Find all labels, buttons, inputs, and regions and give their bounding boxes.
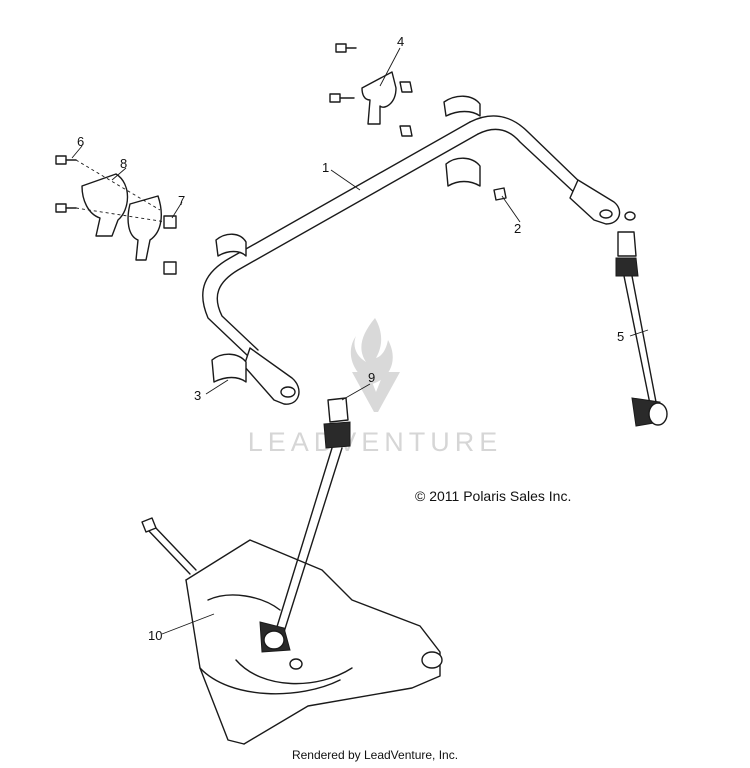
- callout-1: 1: [322, 160, 329, 175]
- leader-lines: [71, 47, 649, 635]
- bushing: [445, 157, 481, 187]
- footer-credit: Rendered by LeadVenture, Inc.: [291, 748, 459, 762]
- a-arm: [141, 517, 443, 745]
- clamp-assembly-upper: [329, 43, 413, 137]
- watermark-text: LEADVENTURE: [248, 427, 503, 457]
- stabilizer-bar: [202, 115, 621, 405]
- watermark-flame-icon: [350, 318, 393, 384]
- bushing: [215, 233, 247, 257]
- callout-3: 3: [194, 388, 201, 403]
- callout-2: 2: [514, 221, 521, 236]
- bar-end-right: [569, 179, 621, 225]
- end-link-right: [615, 211, 668, 427]
- callout-labels: 1 2 3 4 5 6 7 8 9 10: [77, 34, 624, 643]
- bushing: [443, 95, 481, 117]
- bushing-group: [211, 95, 481, 383]
- copyright-notice: © 2011 Polaris Sales Inc.: [415, 488, 572, 504]
- end-link-left: [259, 397, 351, 653]
- watermark-chevron-icon: [352, 372, 400, 412]
- bushing: [211, 353, 247, 383]
- callout-6: 6: [77, 134, 84, 149]
- grease-fitting: [493, 187, 507, 201]
- callout-9: 9: [368, 370, 375, 385]
- callout-8: 8: [120, 156, 127, 171]
- callout-10: 10: [148, 628, 162, 643]
- callout-5: 5: [617, 329, 624, 344]
- callout-7: 7: [178, 193, 185, 208]
- callout-4: 4: [397, 34, 404, 49]
- clamp-assembly-left: [55, 155, 177, 275]
- leadventure-watermark: LEADVENTURE: [248, 318, 503, 457]
